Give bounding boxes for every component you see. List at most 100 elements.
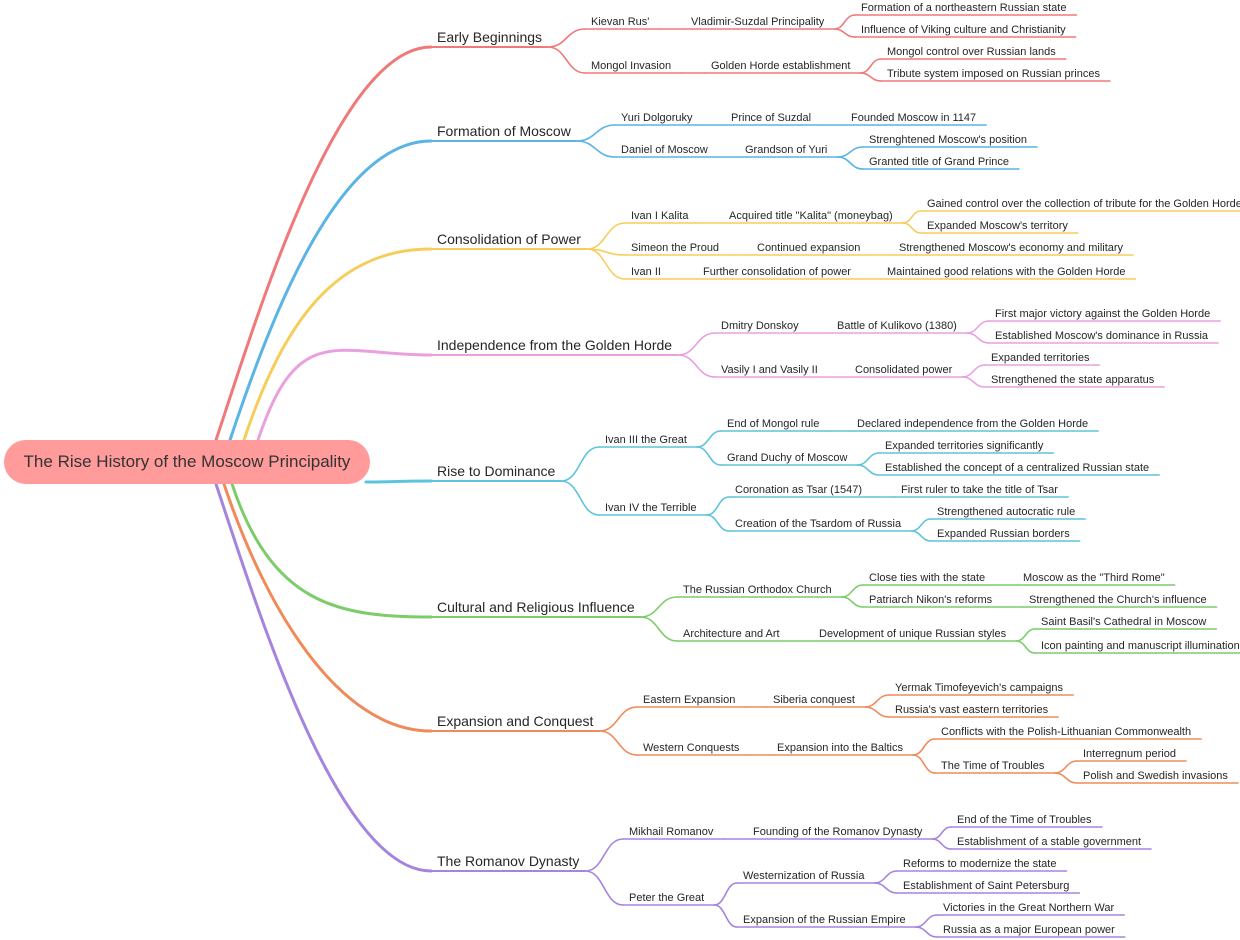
node-siberia-conquest[interactable]: Siberia conquest	[773, 694, 855, 706]
node-western-conquests[interactable]: Western Conquests	[643, 742, 740, 754]
node-eastern-expansion[interactable]: Eastern Expansion	[643, 694, 735, 706]
node-established-moscow-s-dominance-in-russia[interactable]: Established Moscow's dominance in Russia	[995, 330, 1209, 342]
node-westernization-of-russia[interactable]: Westernization of Russia	[743, 870, 865, 882]
branch-rise-to-dominance[interactable]: Rise to Dominance	[437, 463, 555, 479]
node-expansion-into-the-baltics[interactable]: Expansion into the Baltics	[777, 742, 903, 754]
node-coronation-as-tsar-1547[interactable]: Coronation as Tsar (1547)	[735, 484, 862, 496]
node-architecture-and-art[interactable]: Architecture and Art	[683, 628, 780, 640]
node-established-the-concept-of-a-centralized[interactable]: Established the concept of a centralized…	[885, 462, 1149, 474]
node-ivan-iv-the-terrible[interactable]: Ivan IV the Terrible	[605, 502, 697, 514]
node-icon-painting-and-manuscript-illuminatio[interactable]: Icon painting and manuscript illuminatio…	[1041, 640, 1240, 652]
node-expanded-moscow-s-territory[interactable]: Expanded Moscow's territory	[927, 220, 1068, 232]
node-founded-moscow-in-1147[interactable]: Founded Moscow in 1147	[851, 112, 976, 124]
node-strengthened-the-state-apparatus[interactable]: Strengthened the state apparatus	[991, 374, 1155, 386]
node-ivan-iii-the-great[interactable]: Ivan III the Great	[605, 434, 687, 446]
node-yuri-dolgoruky[interactable]: Yuri Dolgoruky	[621, 112, 693, 124]
branch-early-beginnings[interactable]: Early Beginnings	[437, 29, 542, 45]
node-creation-of-the-tsardom-of-russia[interactable]: Creation of the Tsardom of Russia	[735, 518, 902, 530]
connector-ivan-i-kalita	[586, 222, 626, 250]
node-yermak-timofeyevich-s-campaigns[interactable]: Yermak Timofeyevich's campaigns	[895, 682, 1063, 694]
node-interregnum-period[interactable]: Interregnum period	[1083, 748, 1176, 760]
node-russia-as-a-major-european-power[interactable]: Russia as a major European power	[943, 924, 1115, 936]
branch-independence-from-the-golden-horde[interactable]: Independence from the Golden Horde	[437, 337, 672, 353]
node-expanded-russian-borders[interactable]: Expanded Russian borders	[937, 528, 1070, 540]
node-tribute-system-imposed-on-russian-prince[interactable]: Tribute system imposed on Russian prince…	[887, 68, 1100, 80]
node-simeon-the-proud[interactable]: Simeon the Proud	[631, 242, 719, 254]
node-strengthened-the-church-s-influence[interactable]: Strengthened the Church's influence	[1029, 594, 1207, 606]
node-granted-title-of-grand-prince[interactable]: Granted title of Grand Prince	[869, 156, 1009, 168]
node-grand-duchy-of-moscow[interactable]: Grand Duchy of Moscow	[727, 452, 847, 464]
node-daniel-of-moscow[interactable]: Daniel of Moscow	[621, 144, 708, 156]
node-expansion-of-the-russian-empire[interactable]: Expansion of the Russian Empire	[743, 914, 906, 926]
connector-mikhail-romanov	[584, 838, 624, 872]
connector-yermak-timofeyevich-s-campaigns	[864, 694, 890, 708]
connector-patriarch-nikon-s-reforms	[840, 596, 864, 608]
node-peter-the-great[interactable]: Peter the Great	[629, 892, 704, 904]
node-first-major-victory-against-the-golden-h[interactable]: First major victory against the Golden H…	[995, 308, 1210, 320]
node-moscow-as-the-third-rome[interactable]: Moscow as the "Third Rome"	[1023, 572, 1165, 584]
node-acquired-title-kalita-moneybag[interactable]: Acquired title "Kalita" (moneybag)	[729, 210, 893, 222]
node-victories-in-the-great-northern-war[interactable]: Victories in the Great Northern War	[943, 902, 1115, 914]
node-gained-control-over-the-collection-of-tr[interactable]: Gained control over the collection of tr…	[927, 198, 1240, 210]
node-the-russian-orthodox-church[interactable]: The Russian Orthodox Church	[683, 584, 832, 596]
node-ivan-ii[interactable]: Ivan II	[631, 266, 661, 278]
node-the-time-of-troubles[interactable]: The Time of Troubles	[941, 760, 1045, 772]
connector-granted-title-of-grand-prince	[836, 156, 864, 170]
connector-end-of-the-time-of-troubles	[931, 826, 952, 840]
node-golden-horde-establishment[interactable]: Golden Horde establishment	[711, 60, 850, 72]
node-influence-of-viking-culture-and-christia[interactable]: Influence of Viking culture and Christia…	[861, 24, 1066, 36]
node-establishment-of-saint-petersburg[interactable]: Establishment of Saint Petersburg	[903, 880, 1069, 892]
branch-expansion-and-conquest[interactable]: Expansion and Conquest	[437, 713, 594, 729]
branch-formation-of-moscow[interactable]: Formation of Moscow	[437, 123, 572, 139]
node-end-of-the-time-of-troubles[interactable]: End of the Time of Troubles	[957, 814, 1092, 826]
node-prince-of-suzdal[interactable]: Prince of Suzdal	[731, 112, 811, 124]
connector-end-of-mongol-rule	[696, 430, 722, 448]
node-strengthened-moscow-s-economy-and-milita[interactable]: Strengthened Moscow's economy and milita…	[899, 242, 1124, 254]
root-node[interactable]: The Rise History of the Moscow Principal…	[4, 440, 370, 484]
node-ivan-i-kalita[interactable]: Ivan I Kalita	[631, 210, 689, 222]
node-kievan-rus[interactable]: Kievan Rus'	[591, 16, 649, 28]
node-patriarch-nikon-s-reforms[interactable]: Patriarch Nikon's reforms	[869, 594, 993, 606]
node-reforms-to-modernize-the-state[interactable]: Reforms to modernize the state	[903, 858, 1056, 870]
node-development-of-unique-russian-styles[interactable]: Development of unique Russian styles	[819, 628, 1007, 640]
node-close-ties-with-the-state[interactable]: Close ties with the state	[869, 572, 985, 584]
connector-vasily-i-and-vasily-ii	[677, 354, 716, 378]
node-battle-of-kulikovo-1380[interactable]: Battle of Kulikovo (1380)	[837, 320, 957, 332]
branch-consolidation-of-power[interactable]: Consolidation of Power	[437, 231, 581, 247]
node-saint-basil-s-cathedral-in-moscow[interactable]: Saint Basil's Cathedral in Moscow	[1041, 616, 1206, 628]
branch-the-romanov-dynasty[interactable]: The Romanov Dynasty	[437, 853, 579, 869]
node-establishment-of-a-stable-government[interactable]: Establishment of a stable government	[957, 836, 1141, 848]
branch-cultural-and-religious-influence[interactable]: Cultural and Religious Influence	[437, 599, 635, 615]
node-continued-expansion[interactable]: Continued expansion	[757, 242, 860, 254]
node-maintained-good-relations-with-the-golde[interactable]: Maintained good relations with the Golde…	[887, 266, 1125, 278]
node-declared-independence-from-the-golden-ho[interactable]: Declared independence from the Golden Ho…	[857, 418, 1088, 430]
connector-tribute-system-imposed-on-russian-prince	[859, 72, 882, 82]
node-mongol-invasion[interactable]: Mongol Invasion	[591, 60, 671, 72]
node-founding-of-the-romanov-dynasty[interactable]: Founding of the Romanov Dynasty	[753, 826, 923, 838]
node-mikhail-romanov[interactable]: Mikhail Romanov	[629, 826, 714, 838]
connector-close-ties-with-the-state	[840, 584, 864, 598]
node-dmitry-donskoy[interactable]: Dmitry Donskoy	[721, 320, 799, 332]
connector-expanded-moscow-s-territory	[901, 222, 922, 234]
connector-the-russian-orthodox-church	[639, 596, 678, 618]
node-end-of-mongol-rule[interactable]: End of Mongol rule	[727, 418, 819, 430]
node-expanded-territories[interactable]: Expanded territories	[991, 352, 1090, 364]
node-consolidated-power[interactable]: Consolidated power	[855, 364, 953, 376]
node-formation-of-a-northeastern-russian-stat[interactable]: Formation of a northeastern Russian stat…	[861, 2, 1066, 14]
connector-icon-painting-and-manuscript-illuminatio	[1015, 640, 1036, 654]
node-mongol-control-over-russian-lands[interactable]: Mongol control over Russian lands	[887, 46, 1056, 58]
node-further-consolidation-of-power[interactable]: Further consolidation of power	[703, 266, 851, 278]
node-expanded-territories-significantly[interactable]: Expanded territories significantly	[885, 440, 1044, 452]
node-polish-and-swedish-invasions[interactable]: Polish and Swedish invasions	[1083, 770, 1228, 782]
connector-saint-basil-s-cathedral-in-moscow	[1015, 628, 1036, 642]
node-conflicts-with-the-polish-lithuanian-com[interactable]: Conflicts with the Polish-Lithuanian Com…	[941, 726, 1191, 738]
node-first-ruler-to-take-the-title-of-tsar[interactable]: First ruler to take the title of Tsar	[901, 484, 1058, 496]
node-vladimir-suzdal-principality[interactable]: Vladimir-Suzdal Principality	[691, 16, 825, 28]
node-strengthened-autocratic-rule[interactable]: Strengthened autocratic rule	[937, 506, 1075, 518]
node-grandson-of-yuri[interactable]: Grandson of Yuri	[745, 144, 827, 156]
node-russia-s-vast-eastern-territories[interactable]: Russia's vast eastern territories	[895, 704, 1049, 716]
node-strenghtened-moscow-s-position[interactable]: Strenghtened Moscow's position	[869, 134, 1027, 146]
node-vasily-i-and-vasily-ii[interactable]: Vasily I and Vasily II	[721, 364, 818, 376]
connector-grand-duchy-of-moscow	[696, 446, 722, 466]
